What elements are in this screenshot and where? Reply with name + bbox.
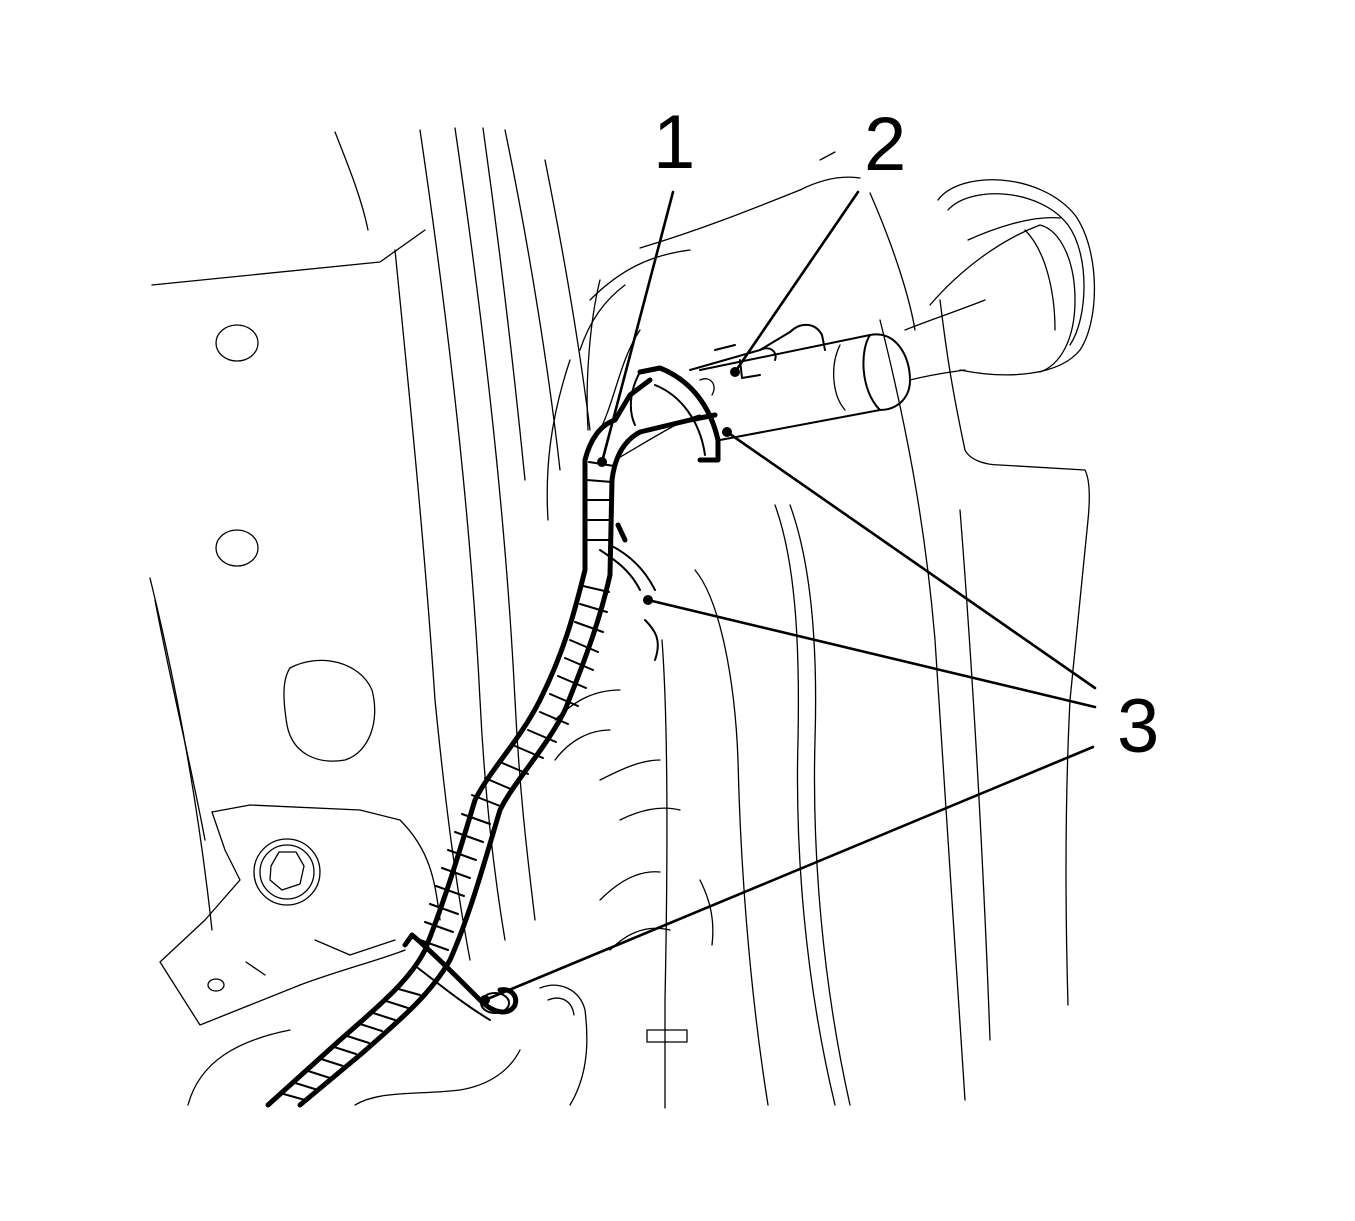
leader-lines: [480, 190, 1097, 1005]
callout-2: 2: [864, 102, 906, 187]
body-panel: [149, 131, 441, 1106]
callout-1: 1: [653, 100, 695, 185]
pillar-contours: [394, 127, 801, 961]
conduit-ribs: [279, 461, 615, 1101]
bolt-icon: [253, 838, 321, 906]
clip-upper: [629, 365, 721, 463]
clip-lower: [402, 932, 519, 1021]
door-frame: [354, 151, 1096, 1109]
connector: [689, 323, 826, 396]
callout-labels: 1 2 3: [653, 100, 1159, 769]
callout-3: 3: [1117, 684, 1159, 769]
clip-middle: [599, 522, 659, 661]
wiring-harness: [265, 323, 826, 1108]
